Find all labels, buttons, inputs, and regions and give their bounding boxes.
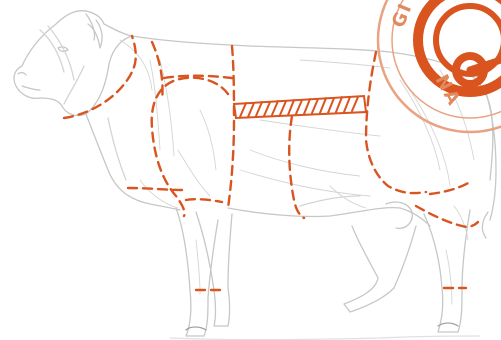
cow-mouth	[22, 86, 40, 90]
cut-line-shoulder	[152, 78, 228, 216]
cow-belly-outline	[228, 208, 430, 226]
cow-udder	[386, 202, 412, 228]
cow-front-leg-right	[196, 212, 232, 326]
cow-chest-outline	[86, 114, 180, 210]
cow-ear-inner	[86, 14, 95, 40]
brand-seal: GI NA	[378, 0, 501, 132]
cut-line-front-leg	[186, 199, 222, 202]
striploin-bar	[234, 96, 366, 118]
cow-tail	[484, 86, 496, 220]
cut-lines	[64, 36, 478, 290]
cut-line-plate	[289, 116, 304, 218]
cow-hatching	[120, 40, 474, 304]
cow-rear-leg-left	[424, 210, 470, 332]
cut-line-rib-front	[228, 46, 234, 208]
ground-shadow	[170, 336, 480, 340]
cut-line-loin	[366, 52, 426, 193]
cow-head-outline	[14, 11, 132, 116]
cow-rear-leg-right	[344, 226, 416, 312]
cut-line-brisket	[128, 188, 182, 190]
cow-nostril	[18, 73, 26, 75]
seal-text-top: GI	[388, 0, 417, 31]
